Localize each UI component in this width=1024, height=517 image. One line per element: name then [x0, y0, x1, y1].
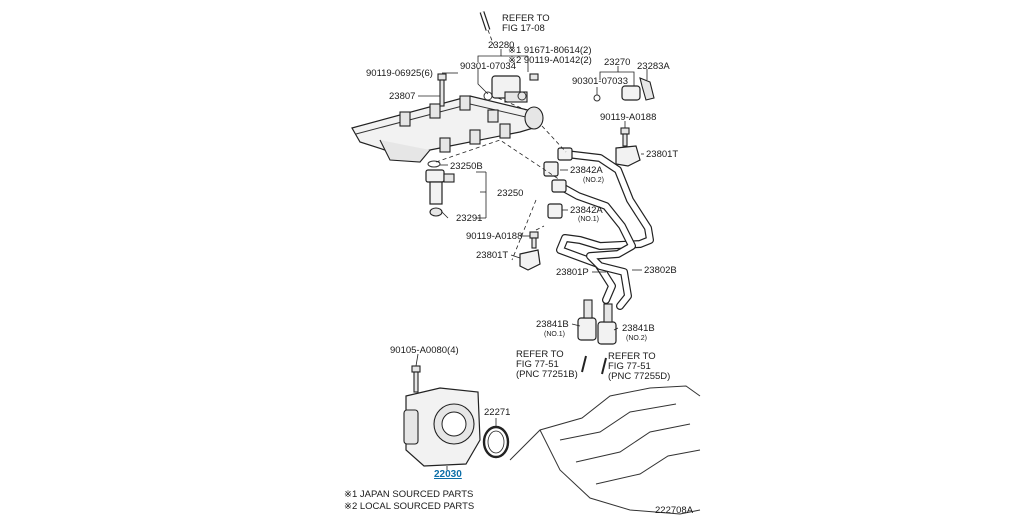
- labels: REFER TO FIG 17-08 23280 ※1 91671-80614(…: [344, 13, 694, 516]
- label-23250[interactable]: 23250: [497, 188, 523, 199]
- refer-pipe-top: [479, 11, 495, 47]
- refer-right-line3: (PNC 77255D): [608, 371, 670, 382]
- label-no2-a: (NO.2): [583, 177, 604, 184]
- part-23270[interactable]: [593, 85, 641, 102]
- throttle-body-22030[interactable]: [403, 387, 481, 467]
- label-90301-07033[interactable]: 90301-07033: [572, 76, 628, 87]
- refer-left-line2: FIG 77-51: [516, 359, 559, 370]
- label-22030-link[interactable]: 22030: [434, 469, 462, 480]
- label-no1-b: (NO.1): [544, 331, 565, 338]
- label-23291[interactable]: 23291: [456, 213, 482, 224]
- label-90119-A0188-upper[interactable]: 90119-A0188: [600, 112, 656, 123]
- gasket-22271[interactable]: [482, 425, 510, 459]
- footnote-local: ※2 LOCAL SOURCED PARTS: [344, 501, 474, 512]
- label-90105-A0080[interactable]: 90105-A0080(4): [390, 345, 459, 356]
- refer-top-line2: FIG 17-08: [502, 23, 545, 34]
- pipe-fitting-top: [551, 147, 573, 193]
- label-23841B-no1[interactable]: 23841B: [536, 319, 569, 330]
- intake-manifold: [509, 385, 701, 515]
- refer-top-line1: REFER TO: [502, 13, 550, 24]
- bracket-23801T-lower[interactable]: [519, 249, 541, 271]
- label-23801P[interactable]: 23801P: [556, 267, 589, 278]
- connector-23841B-no2[interactable]: [597, 303, 617, 345]
- label-no2-b: (NO.2): [626, 335, 647, 342]
- label-23270[interactable]: 23270: [604, 57, 630, 68]
- refer-left-line1: REFER TO: [516, 349, 564, 360]
- label-no1-a: (NO.1): [578, 216, 599, 223]
- bolt-90105-A0080[interactable]: [411, 365, 421, 393]
- connector-23841B-no1[interactable]: [577, 299, 597, 341]
- label-22271[interactable]: 22271: [484, 407, 510, 418]
- fuel-pipe-23802B[interactable]: [556, 182, 636, 310]
- bolt-90119-A0188-upper[interactable]: [620, 127, 630, 147]
- clamp-23842A-no1[interactable]: [547, 203, 563, 219]
- label-23283A[interactable]: 23283A: [637, 61, 670, 72]
- fuel-rail-23807[interactable]: [351, 95, 544, 163]
- screw-91671-80614[interactable]: [529, 73, 539, 81]
- diagram-code: 222708A: [655, 505, 694, 516]
- footnote-japan: ※1 JAPAN SOURCED PARTS: [344, 489, 473, 500]
- label-23842A-no2[interactable]: 23842A: [570, 165, 603, 176]
- label-23841B-no2[interactable]: 23841B: [622, 323, 655, 334]
- refer-right-line2: FIG 77-51: [608, 361, 651, 372]
- bolt-90119-06925[interactable]: [437, 73, 447, 107]
- refer-right-line1: REFER TO: [608, 351, 656, 362]
- label-90119-A0142[interactable]: ※2 90119-A0142(2): [508, 55, 592, 66]
- injector-23250[interactable]: [425, 160, 455, 217]
- label-23801T-lower[interactable]: 23801T: [476, 250, 508, 261]
- label-23807[interactable]: 23807: [389, 91, 415, 102]
- damper-23280[interactable]: [483, 75, 528, 103]
- label-90119-06925[interactable]: 90119-06925(6): [366, 68, 433, 79]
- dashed-guides: [435, 97, 567, 261]
- refer-left-line3: (PNC 77251B): [516, 369, 578, 380]
- hoses-refer: [581, 355, 607, 375]
- label-90119-A0188-lower[interactable]: 90119-A0188: [466, 231, 522, 242]
- label-23801T-upper[interactable]: 23801T: [646, 149, 678, 160]
- bracket-23801T-upper[interactable]: [615, 145, 641, 167]
- leader-lines: [415, 49, 648, 470]
- clip-23283A[interactable]: [639, 77, 655, 101]
- bolt-90119-A0188-lower[interactable]: [529, 231, 539, 249]
- label-23842A-no1[interactable]: 23842A: [570, 205, 603, 216]
- label-23280[interactable]: 23280: [488, 40, 514, 51]
- label-91671-80614[interactable]: ※1 91671-80614(2): [508, 45, 592, 56]
- label-90301-07034[interactable]: 90301-07034: [460, 61, 516, 72]
- rail-injector-ports: [399, 95, 511, 153]
- label-23250B[interactable]: 23250B: [450, 161, 483, 172]
- label-23802B[interactable]: 23802B: [644, 265, 677, 276]
